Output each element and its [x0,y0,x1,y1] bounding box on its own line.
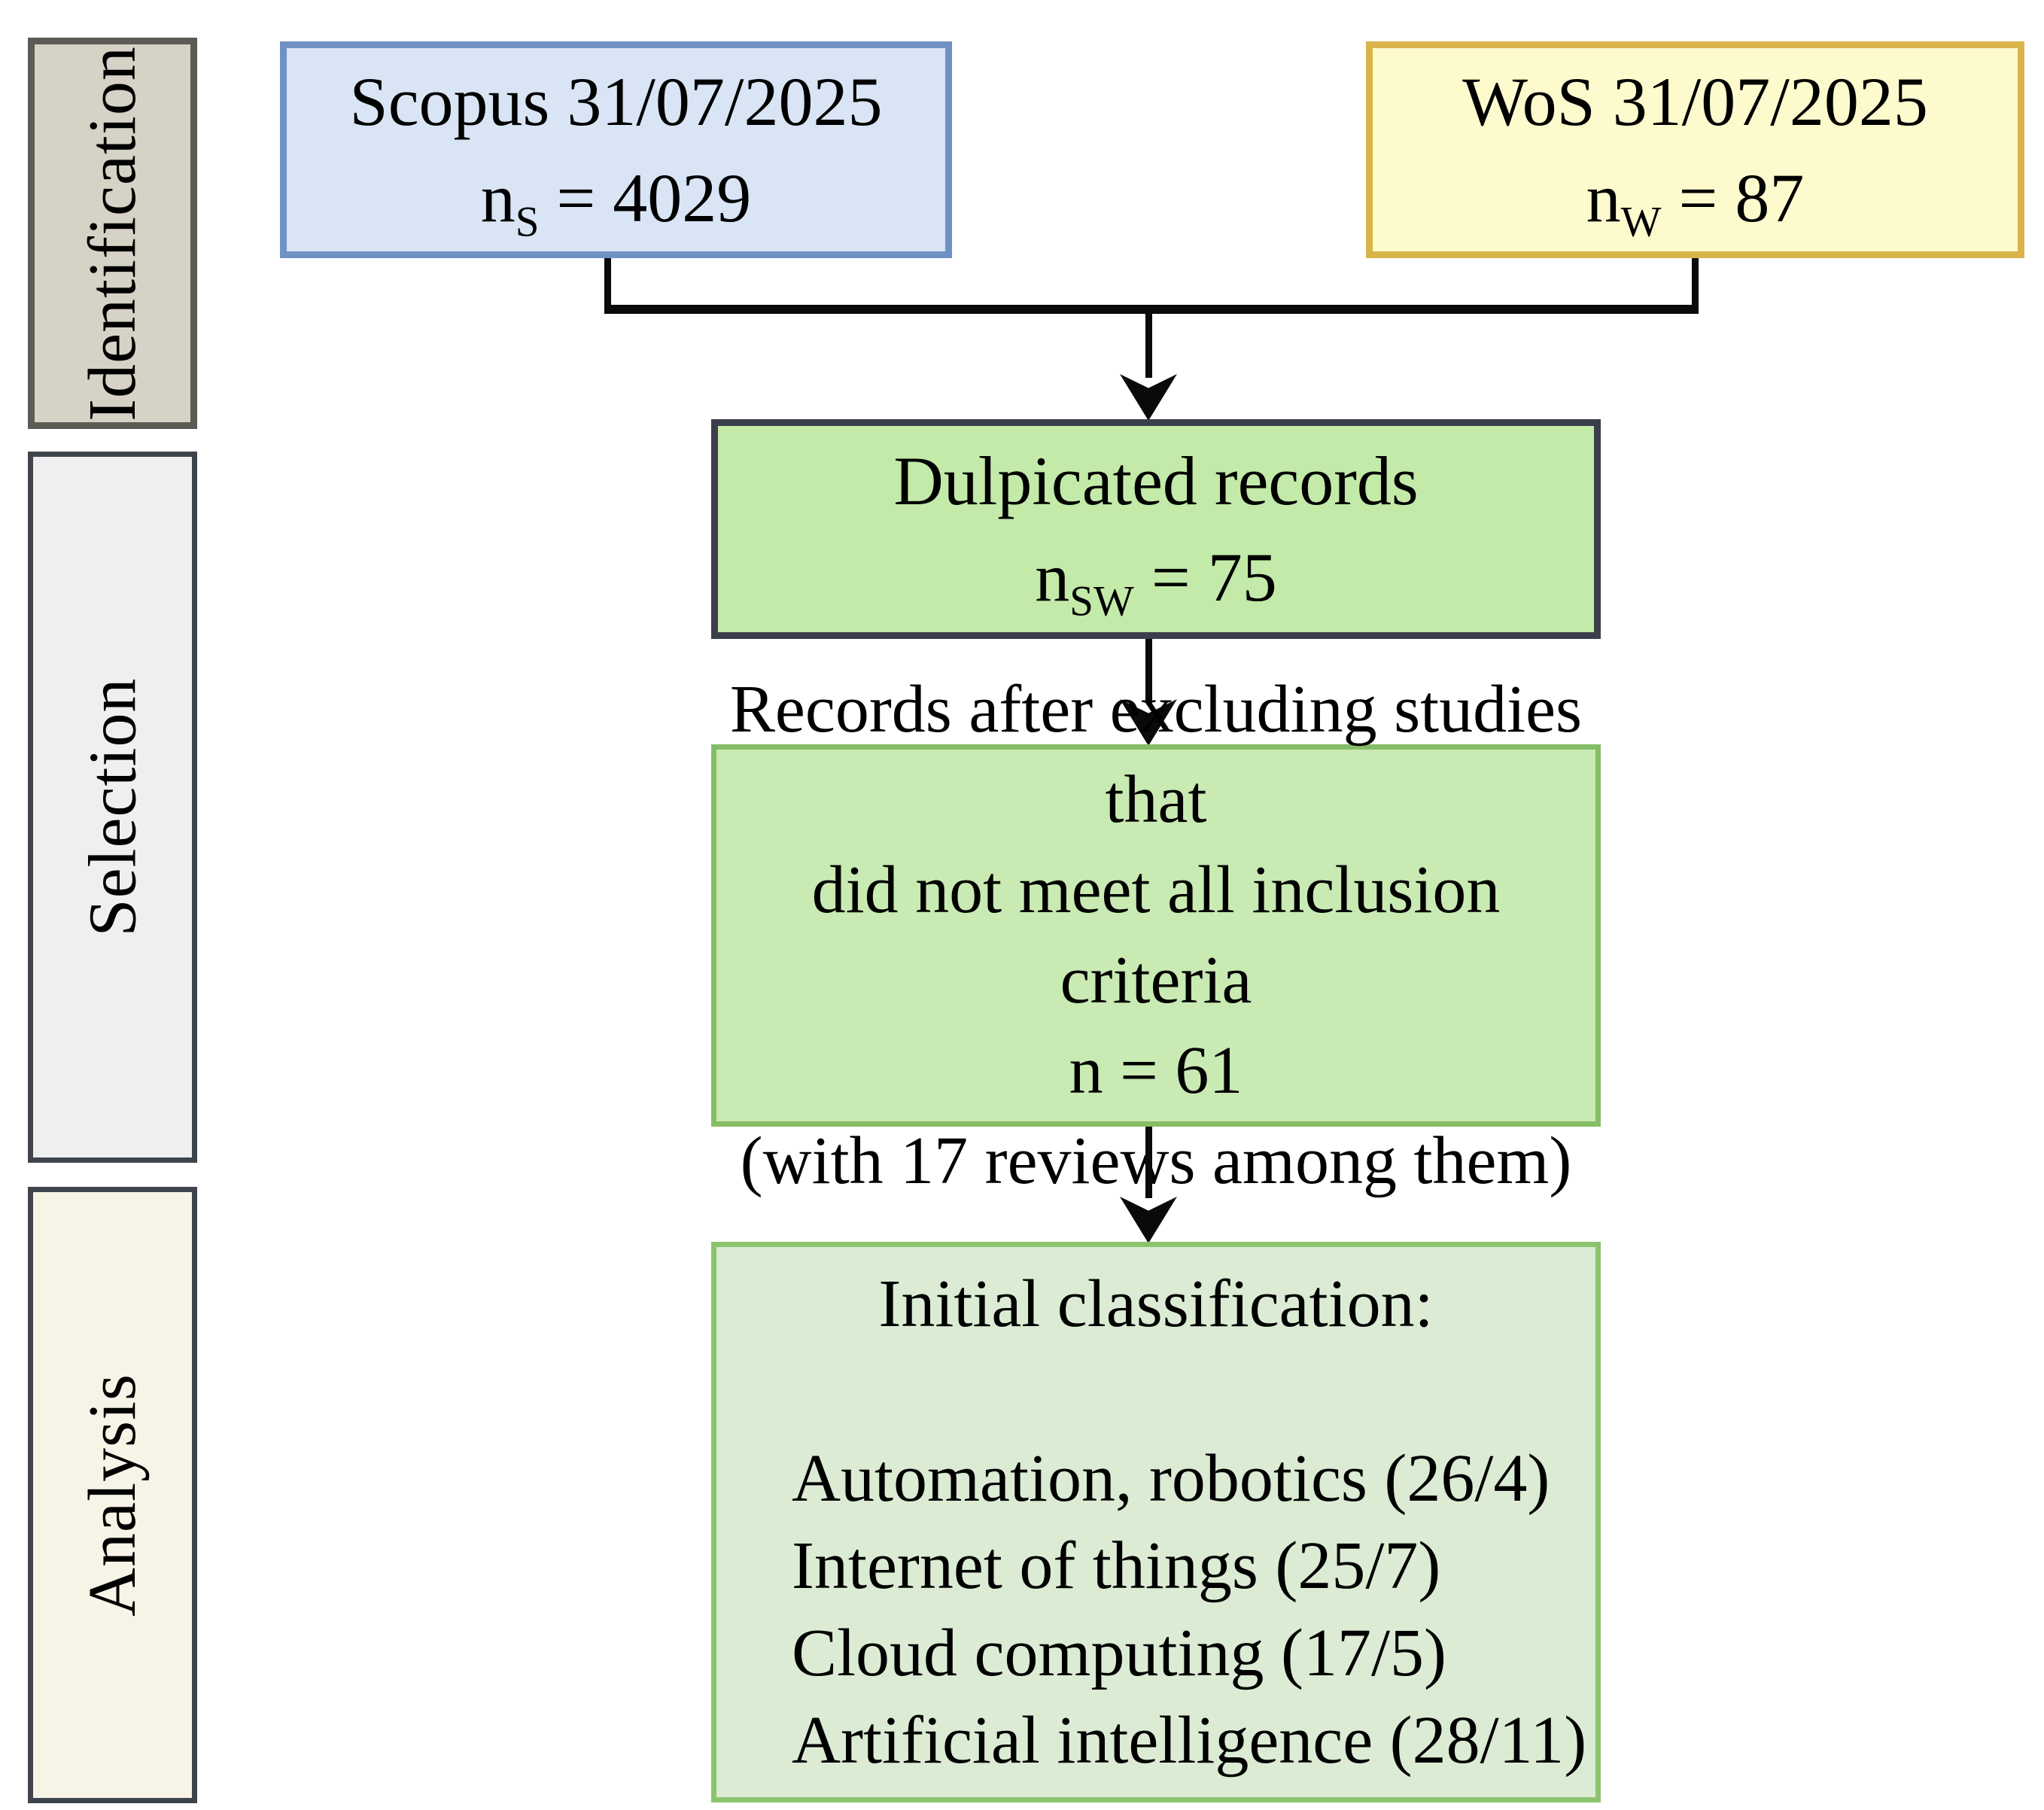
arrow-down-icon [1120,374,1177,421]
wos-n-subscript: W [1620,198,1662,246]
connector-scopus-drop [604,258,611,314]
scopus-source-box: Scopus 31/07/2025 nS = 4029 [280,41,952,258]
classification-item: Internet of things (25/7) [792,1528,1441,1603]
wos-n-value: = 87 [1661,160,1805,236]
stage-identification: Identification [28,38,197,429]
classification-item: Automation, robotics (26/4) [792,1440,1550,1516]
wos-n-symbol: n [1586,160,1621,236]
inclusion-line2: did not meet all inclusion criteria [811,853,1501,1018]
connector-arrow1-shaft [1145,306,1152,378]
scopus-n-value: = 4029 [539,160,752,236]
duplicates-count: nSW = 75 [1035,529,1276,625]
classification-item: Artificial intelligence (28/11) [792,1702,1587,1778]
classification-item: Cloud computing (17/5) [792,1615,1446,1690]
inclusion-box: Records after excluding studies that did… [711,672,1601,1198]
scopus-title: Scopus 31/07/2025 [349,63,883,140]
inclusion-line1: Records after excluding studies that [729,672,1583,837]
scopus-n-subscript: S [515,198,540,246]
connector-arrow3-shaft [1145,1127,1152,1198]
duplicates-box: Dulpicated records nSW = 75 [711,419,1601,639]
inclusion-count: n = 61 [1069,1033,1243,1108]
wos-source-box: WoS 31/07/2025 nW = 87 [1366,41,2024,258]
classification-list: Automation, robotics (26/4) Internet of … [716,1435,1595,1784]
duplicates-title: Dulpicated records [893,443,1419,519]
classification-box: Initial classification: Automation, robo… [711,1242,1601,1802]
scopus-count: nS = 4029 [481,150,752,246]
connector-wos-drop [1692,258,1699,314]
wos-title: WoS 31/07/2025 [1462,63,1928,140]
stage-analysis-label: Analysis [75,1373,150,1617]
stage-analysis: Analysis [28,1187,197,1803]
stage-identification-label: Identification [75,45,150,421]
duplicates-n-subscript: SW [1069,577,1134,625]
classification-title: Initial classification: [878,1266,1434,1341]
stage-selection: Selection [28,452,197,1163]
duplicates-n-value: = 75 [1133,539,1277,616]
stage-selection-label: Selection [75,677,151,937]
inclusion-note: (with 17 reviews among them) [740,1124,1572,1198]
wos-count: nW = 87 [1586,150,1805,246]
scopus-n-symbol: n [480,160,516,236]
duplicates-n-symbol: n [1035,539,1070,616]
connector-arrow2-shaft [1145,639,1152,703]
